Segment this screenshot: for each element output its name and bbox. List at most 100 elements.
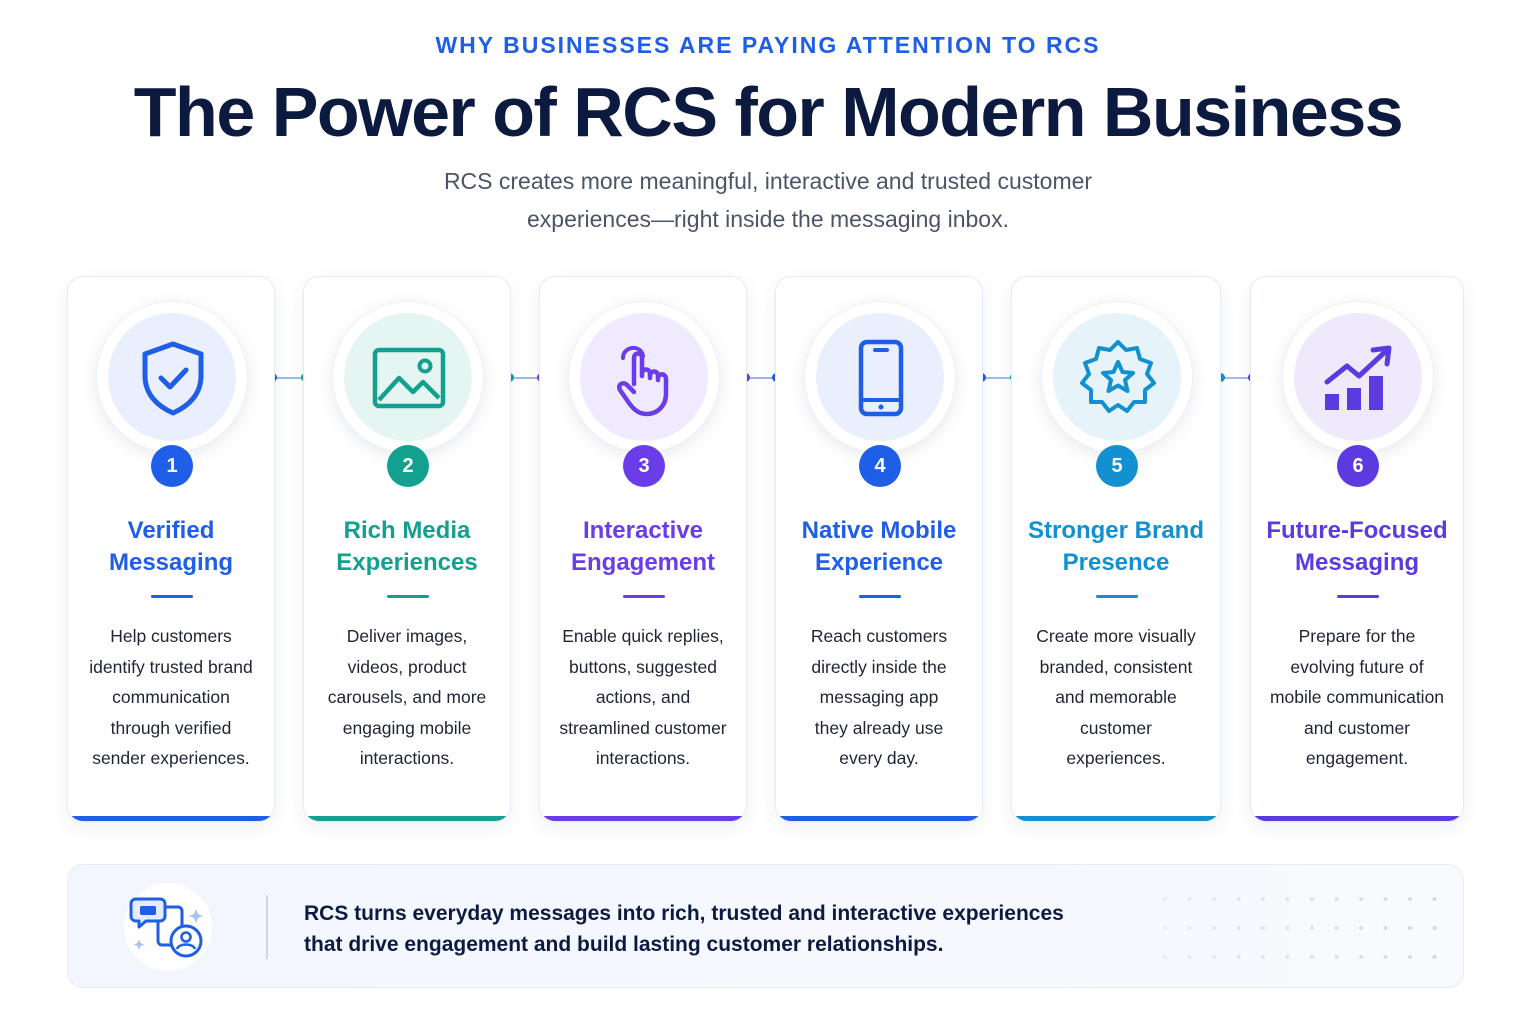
- desc-line: branded, consistent: [1039, 656, 1193, 677]
- desc-line: every day.: [839, 748, 919, 768]
- icon-ring: [1282, 301, 1434, 453]
- desc-line: Create more visually: [1036, 626, 1196, 646]
- pattern-dot: [1408, 955, 1412, 959]
- card-title-line: Messaging: [1294, 549, 1420, 576]
- desc-line: Reach customers: [810, 626, 948, 646]
- card-title-line: Experience: [814, 549, 944, 576]
- card-description: Prepare for the evolving future of mobil…: [1259, 621, 1455, 774]
- pattern-dot: [1334, 926, 1339, 930]
- banner-line: RCS turns everyday messages into rich, t…: [304, 902, 1064, 925]
- page-subtitle: RCS creates more meaningful, interactive…: [368, 162, 1168, 238]
- desc-line: interactions.: [359, 748, 455, 768]
- desc-line: evolving future of: [1290, 656, 1424, 677]
- pattern-dot: [1359, 955, 1363, 959]
- pattern-dot: [1310, 897, 1314, 901]
- card-accent-bar: [776, 816, 982, 821]
- card-title: Interactive Engagement: [546, 515, 740, 579]
- pattern-dot: [1285, 926, 1290, 930]
- icon-backdrop: [1053, 313, 1181, 441]
- desc-line: Deliver images,: [346, 626, 468, 646]
- dot-pattern: [1163, 897, 1437, 959]
- desc-line: videos, product: [347, 656, 467, 677]
- pattern-dot: [1285, 897, 1290, 901]
- card-title: Stronger Brand Presence: [1018, 515, 1214, 579]
- banner-line: that drive engagement and build lasting …: [304, 933, 944, 956]
- pattern-dot: [1432, 955, 1437, 959]
- title-underline: [623, 595, 665, 598]
- step-number: 3: [623, 445, 665, 487]
- connector-4-5: [954, 377, 1046, 379]
- desc-line: engagement.: [1305, 748, 1409, 768]
- card-title-line: Messaging: [108, 549, 234, 576]
- icon-ring: [96, 301, 248, 453]
- pattern-dot: [1261, 955, 1265, 959]
- icon-ring: [1041, 301, 1193, 453]
- chat-user-device-icon: [124, 883, 212, 971]
- card-title: Rich Media Experiences: [310, 515, 504, 579]
- pattern-dot: [1408, 926, 1412, 930]
- card-accent-bar: [1012, 816, 1220, 821]
- connector-1-2: [246, 377, 336, 379]
- icon-backdrop: [816, 313, 944, 441]
- pattern-dot: [1187, 955, 1192, 959]
- pattern-dot: [1212, 955, 1216, 959]
- pattern-dot: [1334, 897, 1339, 901]
- pattern-dot: [1383, 955, 1388, 959]
- pattern-dot: [1261, 897, 1265, 901]
- desc-line: actions, and: [595, 687, 691, 707]
- pattern-dot: [1383, 926, 1388, 930]
- pattern-dot: [1212, 926, 1216, 930]
- card-title-line: Interactive: [582, 517, 704, 544]
- desc-line: messaging app: [819, 687, 939, 707]
- card-verified-messaging: 1 Verified Messaging Help customers iden…: [67, 276, 275, 822]
- icon-backdrop: [108, 313, 236, 441]
- desc-line: carousels, and more: [327, 687, 487, 707]
- card-future-focused: 6 Future-Focused Messaging Prepare for t…: [1250, 276, 1464, 822]
- pattern-dot: [1212, 897, 1216, 901]
- card-accent-bar: [304, 816, 510, 821]
- pattern-dot: [1285, 955, 1290, 959]
- desc-line: experiences.: [1066, 748, 1166, 768]
- title-underline: [1096, 595, 1138, 598]
- connector-2-3: [482, 377, 572, 379]
- card-description: Create more visually branded, consistent…: [1020, 621, 1212, 774]
- card-interactive-engagement: 3 Interactive Engagement Enable quick re…: [539, 276, 747, 822]
- desc-line: sender experiences.: [92, 748, 250, 768]
- subtitle-line: RCS creates more meaningful, interactive…: [443, 168, 1093, 194]
- connector-3-4: [718, 377, 808, 379]
- desc-line: Enable quick replies,: [562, 626, 724, 646]
- desc-line: engaging mobile: [342, 717, 472, 738]
- icon-ring: [332, 301, 484, 453]
- card-title: Verified Messaging: [74, 515, 268, 579]
- card-accent-bar: [68, 816, 274, 821]
- card-title-line: Native Mobile: [801, 517, 957, 544]
- desc-line: and memorable: [1055, 687, 1177, 707]
- title-underline: [151, 595, 193, 598]
- growth-chart-icon: [1324, 345, 1392, 410]
- step-number: 5: [1096, 445, 1138, 487]
- desc-line: Prepare for the: [1298, 626, 1416, 646]
- smartphone-icon: [858, 339, 904, 417]
- step-number: 4: [859, 445, 901, 487]
- title-underline: [1337, 595, 1379, 598]
- banner-text: RCS turns everyday messages into rich, t…: [304, 898, 1104, 960]
- pattern-dot: [1408, 897, 1412, 901]
- banner-divider: [266, 895, 268, 959]
- desc-line: mobile communication: [1269, 687, 1445, 707]
- desc-line: communication: [112, 687, 230, 707]
- image-icon: [372, 347, 446, 409]
- pointer-hand-icon: [617, 346, 669, 417]
- pattern-dot: [1163, 955, 1167, 959]
- pattern-dot: [1261, 926, 1265, 930]
- step-number: 1: [151, 445, 193, 487]
- card-description: Deliver images, videos, product carousel…: [312, 621, 502, 774]
- card-title-line: Engagement: [570, 549, 716, 576]
- pattern-dot: [1359, 897, 1363, 901]
- step-number: 2: [387, 445, 429, 487]
- pattern-dot: [1334, 955, 1339, 959]
- card-title: Future-Focused Messaging: [1257, 515, 1457, 579]
- desc-line: they already use: [814, 717, 944, 738]
- card-rich-media: 2 Rich Media Experiences Deliver images,…: [303, 276, 511, 822]
- pattern-dot: [1236, 955, 1241, 959]
- shield-check-icon: [142, 341, 204, 416]
